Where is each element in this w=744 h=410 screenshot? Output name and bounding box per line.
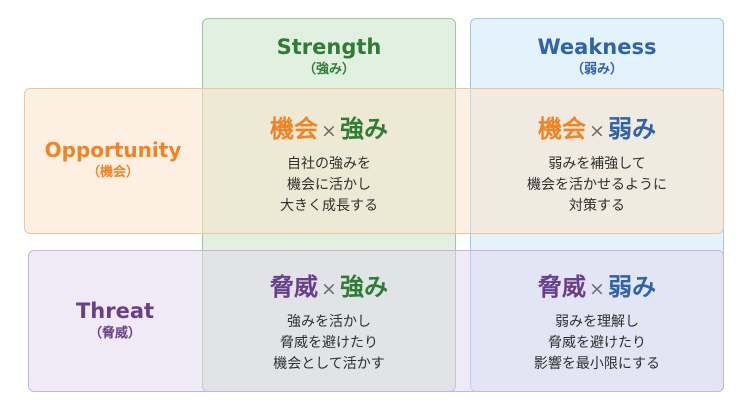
opportunity-row-band — [24, 88, 724, 234]
times-symbol: × — [589, 120, 605, 142]
threat-header: Threat （脅威） — [28, 298, 202, 343]
weakness-header: Weakness （弱み） — [470, 34, 724, 79]
cell-line: 機会を活かせるように — [527, 177, 667, 193]
strength-subtitle: （強み） — [302, 62, 355, 77]
threat-row-band — [28, 250, 724, 392]
opportunity-title: Opportunity — [44, 138, 182, 162]
cell-threat-strength: 脅威×強み 強みを活かし 脅威を避けたり 機会として活かす — [202, 272, 456, 375]
cell-title: 機会×強み — [202, 114, 456, 146]
times-symbol: × — [321, 120, 337, 142]
cell-title-left: 脅威 — [538, 273, 587, 301]
threat-subtitle: （脅威） — [88, 326, 141, 341]
cell-line: 自社の強みを — [287, 156, 371, 172]
cell-line: 脅威を避けたり — [548, 335, 646, 351]
cell-line: 弱みを補強して — [548, 156, 646, 172]
cell-title-left: 機会 — [270, 115, 319, 143]
times-symbol: × — [589, 278, 605, 300]
cell-title-right: 弱み — [607, 273, 656, 301]
opportunity-subtitle: （機会） — [86, 165, 139, 180]
cell-line: 強みを活かし — [287, 314, 371, 330]
cell-title: 脅威×弱み — [470, 272, 724, 304]
times-symbol: × — [321, 278, 337, 300]
cell-title-left: 機会 — [538, 115, 587, 143]
cell-line: 弱みを理解し — [555, 314, 639, 330]
cell-title-right: 強み — [339, 115, 388, 143]
cell-line: 大きく成長する — [280, 198, 378, 214]
cell-opportunity-strength: 機会×強み 自社の強みを 機会に活かし 大きく成長する — [202, 114, 456, 217]
cell-threat-weakness: 脅威×弱み 弱みを理解し 脅威を避けたり 影響を最小限にする — [470, 272, 724, 375]
cell-line: 脅威を避けたり — [280, 335, 378, 351]
cell-line: 影響を最小限にする — [533, 356, 661, 372]
cell-title: 脅威×強み — [202, 272, 456, 304]
opportunity-header: Opportunity （機会） — [24, 137, 202, 182]
cell-title-right: 強み — [339, 273, 388, 301]
weakness-title: Weakness — [537, 35, 657, 59]
cell-line: 機会として活かす — [273, 356, 385, 372]
cell-title: 機会×弱み — [470, 114, 724, 146]
cell-title-left: 脅威 — [270, 273, 319, 301]
threat-title: Threat — [75, 299, 155, 323]
weakness-subtitle: （弱み） — [570, 62, 623, 77]
strength-header: Strength （強み） — [202, 34, 456, 79]
cell-title-right: 弱み — [607, 115, 656, 143]
strength-title: Strength — [276, 35, 382, 59]
cell-line: 機会に活かし — [287, 177, 371, 193]
cell-line: 対策する — [569, 198, 625, 214]
cell-opportunity-weakness: 機会×弱み 弱みを補強して 機会を活かせるように 対策する — [470, 114, 724, 217]
